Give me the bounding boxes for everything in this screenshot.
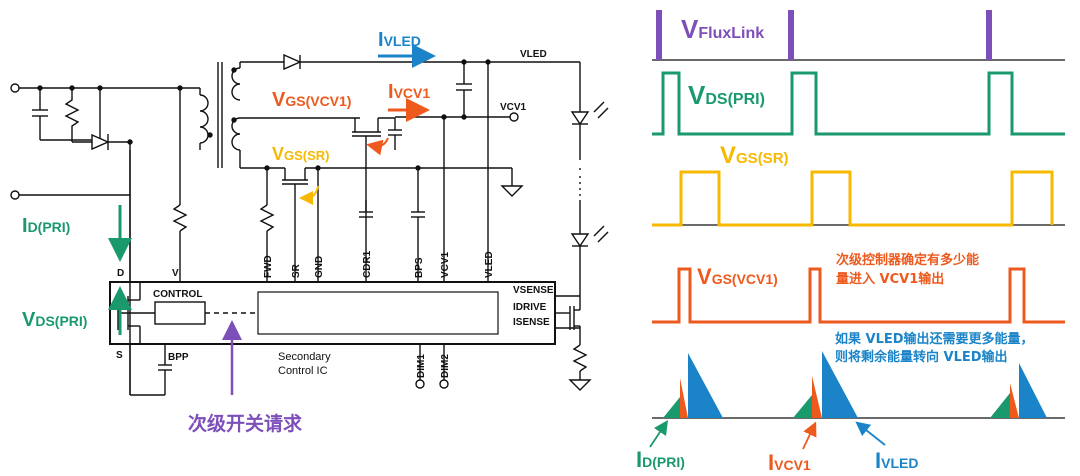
vgs-sr-wave-label: VGS(SR) (720, 142, 789, 169)
vled-note-line2: 则将剩余能量转向 VLED输出 (835, 349, 1008, 365)
control-label: CONTROL (153, 289, 202, 300)
vcv1-node-label: VCV1 (500, 102, 527, 113)
vds-pri-wave-label: VDS(PRI) (688, 80, 765, 110)
dim1-label: DIM1 (416, 354, 427, 378)
pin-gnd-label: GND (314, 256, 325, 278)
ic-caption-line2: Control IC (278, 365, 328, 377)
control-block (154, 301, 206, 325)
vsense-label: VSENSE (513, 285, 554, 296)
i-vled-annotation: IVLED (378, 29, 421, 51)
ic-package (109, 281, 556, 345)
secondary-switch-request-label: 次级开关请求 (188, 412, 303, 435)
secondary-controller-block (257, 291, 499, 335)
pin-bps-label: BPS (414, 257, 425, 278)
vcv1-note-line2: 量进入 VCV1输出 (836, 271, 944, 287)
pin-s-label: S (116, 350, 123, 361)
vds-pri-annotation: VDS(PRI) (22, 309, 87, 331)
input-terminal-bottom (10, 190, 20, 200)
waveforms: VFluxLink VDS(PRI) VGS(SR) VGS(VCV1) 次级控… (636, 10, 1065, 475)
idrive-label: IDRIVE (513, 302, 547, 313)
current-triangles (663, 351, 1047, 418)
pin-vcv1-label: VCV1 (440, 251, 451, 278)
pin-vled-label: VLED (484, 251, 495, 278)
id-pri-wave-label: ID(PRI) (636, 447, 685, 472)
dim2-terminal (439, 379, 449, 389)
pin-fwd-label: FWD (263, 255, 274, 278)
pin-d-label: D (117, 268, 124, 279)
bpp-label: BPP (168, 352, 189, 363)
ic-caption-line1: Secondary (278, 351, 331, 363)
pin-v-label: V (172, 268, 179, 279)
pin-cdr1-label: CDR1 (362, 250, 373, 278)
dim1-terminal (415, 379, 425, 389)
vled-note-line1: 如果 VLED输出还需要更多能量， (835, 331, 1034, 347)
id-pri-annotation: ID(PRI) (22, 215, 70, 237)
ivled-wave-label: IVLED (875, 448, 918, 473)
vled-node-label: VLED (520, 49, 547, 60)
pin-sr-label: SR (291, 263, 302, 278)
i-vcv1-annotation: IVCV1 (388, 81, 430, 103)
isense-label: ISENSE (513, 317, 550, 328)
ivcv1-wave-label: IVCV1 (768, 450, 811, 475)
vcv1-terminal (509, 112, 519, 122)
schematic-annotations: IVLED IVCV1 VGS(VCV1) VGS(SR) ID(PRI) VD… (22, 29, 436, 435)
vgs-vcv1-wave-label: VGS(VCV1) (697, 264, 778, 289)
schematic-labels: VLED VCV1 CONTROL BPP D V S FWD SR GND C… (116, 49, 554, 378)
vgs-sr-annotation: VGS(SR) (272, 144, 330, 164)
dim2-label: DIM2 (440, 354, 451, 378)
vgs-vcv1-annotation: VGS(VCV1) (272, 89, 351, 111)
input-terminal-top (10, 83, 20, 93)
vcv1-note-line1: 次级控制器确定有多少能 (836, 252, 979, 268)
fluxlink-label: VFluxLink (681, 14, 764, 44)
